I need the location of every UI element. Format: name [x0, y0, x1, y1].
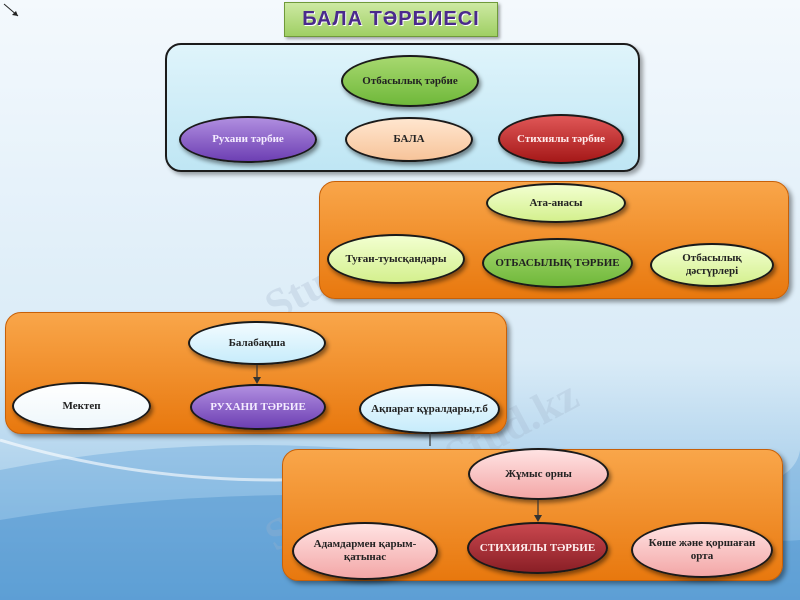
node-social-interaction: Адамдармен қарым-қатынас — [292, 522, 438, 580]
node-family-upbringing: Отбасылық тәрбие — [341, 55, 479, 107]
node-family-upbringing-center: ОТБАСЫЛЫҚ ТӘРБИЕ — [482, 238, 633, 288]
node-street-environment: Көше және қоршаған орта — [631, 522, 773, 578]
node-spontaneous-upbringing: Стихиялы тәрбие — [498, 114, 624, 164]
node-workplace: Жұмыс орны — [468, 448, 609, 500]
node-relatives: Туған-туысқандары — [327, 234, 465, 284]
node-school: Мектеп — [12, 382, 151, 430]
node-media: Ақпарат құралдары,т.б — [359, 384, 500, 434]
title-banner: БАЛА ТӘРБИЕСІ — [284, 2, 498, 37]
node-parents: Ата-анасы — [486, 183, 626, 223]
node-family-traditions: Отбасылық дәстүрлері — [650, 243, 774, 287]
node-spiritual-upbringing: Рухани тәрбие — [179, 116, 317, 163]
node-spiritual-upbringing-center: РУХАНИ ТӘРБИЕ — [190, 384, 326, 430]
node-spontaneous-upbringing-center: СТИХИЯЛЫ ТӘРБИЕ — [467, 522, 608, 574]
node-kindergarten: Балабақша — [188, 321, 326, 365]
node-child: БАЛА — [345, 117, 473, 162]
page-title: БАЛА ТӘРБИЕСІ — [302, 8, 480, 30]
cursor-arrow-icon — [3, 3, 19, 17]
